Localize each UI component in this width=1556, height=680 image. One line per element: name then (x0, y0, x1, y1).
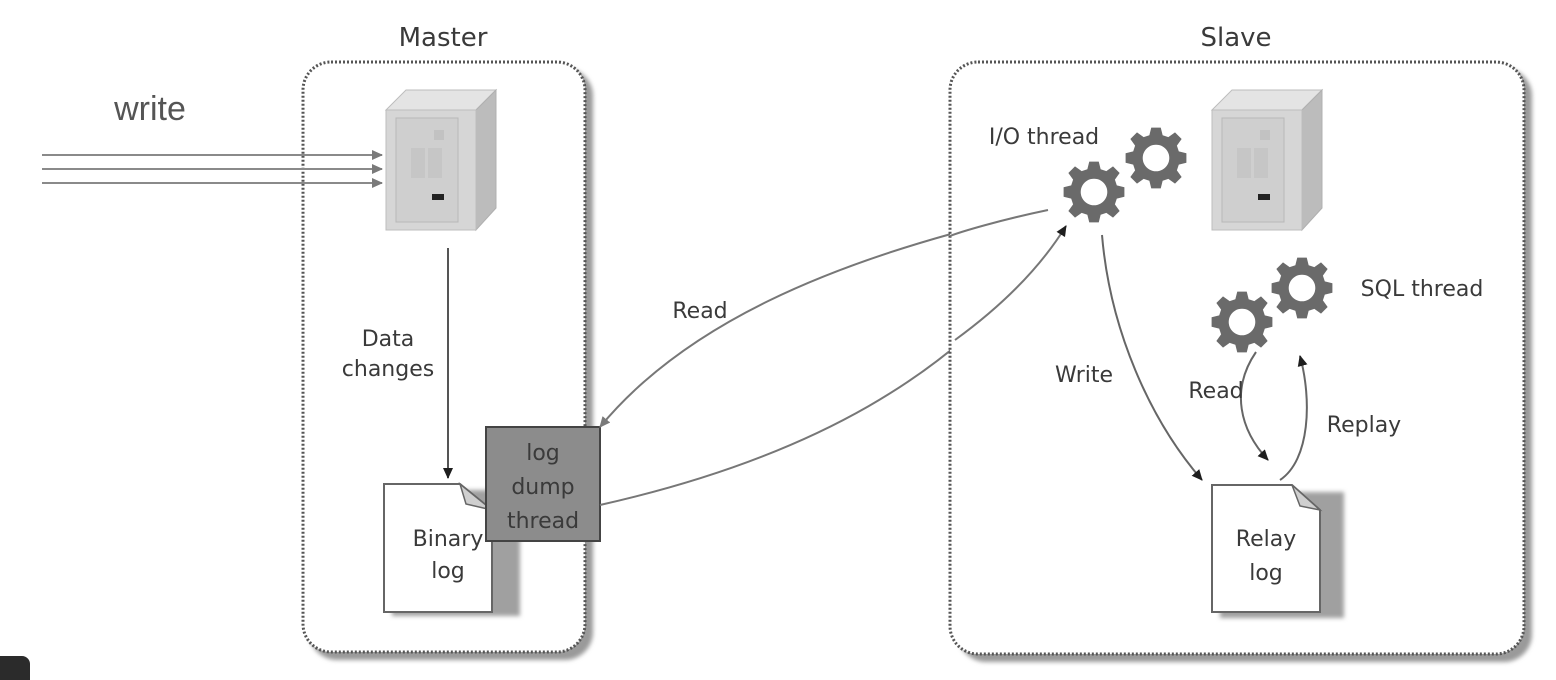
sql-thread-label: SQL thread (1361, 277, 1484, 302)
master-title: Master (399, 23, 488, 53)
data-changes-label-2: changes (342, 357, 434, 382)
log-dump-thread-box: log dump thread (485, 426, 601, 542)
log-dump-label-2: dump (511, 475, 574, 500)
binary-log-label-1: Binary (413, 527, 484, 552)
relay-log-label-2: log (1249, 561, 1283, 586)
slave-replay-label: Replay (1327, 413, 1401, 438)
io-thread-label: I/O thread (989, 125, 1099, 150)
relay-read-arrow (1239, 351, 1269, 461)
slave-group: Slave I/O thread SQL thread Write Read R… (948, 23, 1532, 662)
slave-server-icon (1211, 89, 1323, 231)
log-dump-label-3: thread (507, 509, 579, 534)
master-server-icon (385, 89, 497, 231)
master-group: Master write Data changes Binary log log… (42, 23, 601, 660)
binary-log-label-2: log (431, 559, 465, 584)
relay-log-document: Relay log (1211, 484, 1344, 618)
relay-write-arrow (1101, 234, 1203, 481)
write-label: write (113, 90, 186, 128)
corner-overlay (0, 656, 30, 680)
binary-log-document: Binary log (383, 481, 520, 616)
slave-title: Slave (1200, 23, 1271, 53)
network-read-label: Read (672, 299, 727, 324)
relay-log-label-1: Relay (1236, 527, 1296, 552)
data-changes-label-1: Data (362, 327, 415, 352)
replay-arrow (1279, 355, 1308, 481)
log-dump-label-1: log (526, 441, 560, 466)
slave-write-label: Write (1055, 363, 1113, 388)
slave-read-label: Read (1188, 379, 1243, 404)
